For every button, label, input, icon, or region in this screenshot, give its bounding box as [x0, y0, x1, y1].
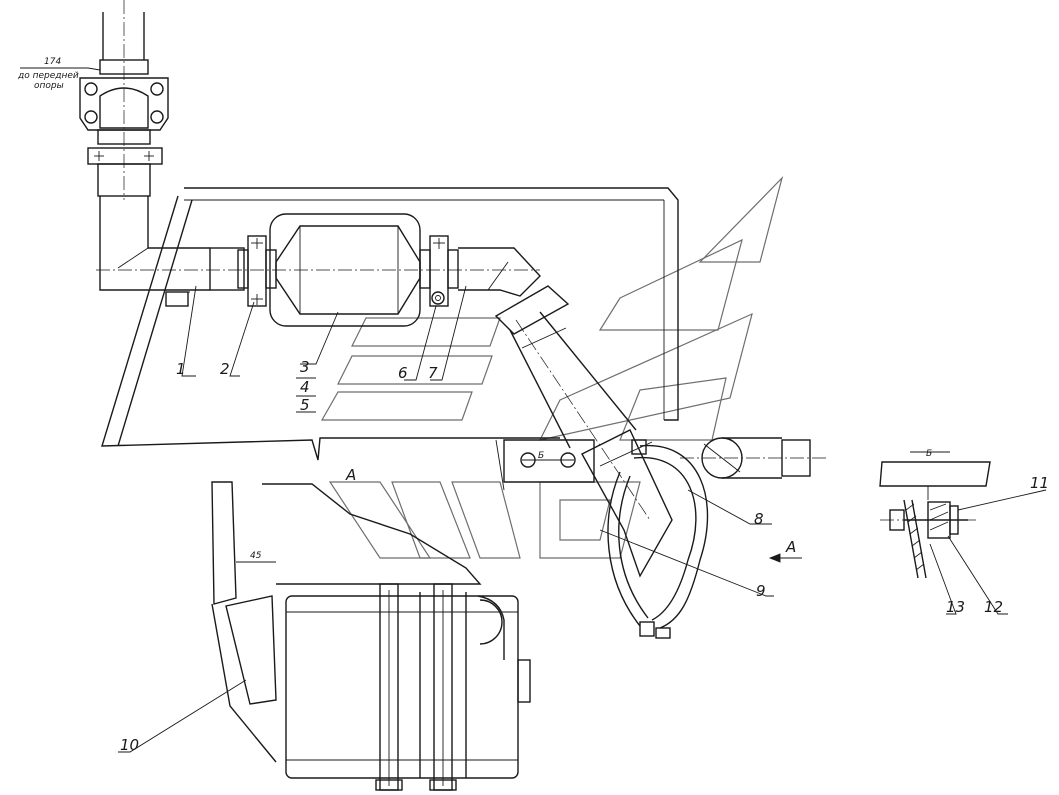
support-bracket	[495, 439, 595, 491]
callout-13: 13	[946, 598, 965, 616]
callout-4: 4	[300, 378, 310, 396]
callout-2: 2	[220, 360, 230, 378]
callout-1: 1	[176, 360, 186, 378]
callout-12: 12	[984, 598, 1003, 616]
vertical-inlet-pipe	[99, 0, 149, 200]
silencer-strap-right	[419, 583, 467, 791]
tailpipe-end	[680, 437, 826, 479]
callout-3: 3	[300, 358, 310, 376]
callout-8: 8	[754, 510, 764, 528]
diagonal-pipe	[494, 285, 673, 578]
mounting-strap-8	[607, 439, 709, 639]
view-a-arrow-label: А	[785, 538, 796, 556]
reference-note-line2: опоры	[34, 81, 64, 91]
silencer-strap-left	[375, 583, 403, 791]
callout-5: 5	[300, 396, 310, 414]
pipe-flange	[79, 77, 169, 145]
frame-plate	[101, 187, 679, 461]
section-b-detail	[879, 461, 991, 579]
section-b-label: Б	[926, 449, 932, 459]
reference-note-line1: до передней	[17, 71, 79, 81]
callout-6: 6	[398, 364, 408, 382]
intermediate-pipe-7	[458, 247, 541, 297]
pipe-clamp-6	[419, 235, 459, 307]
callout-10: 10	[120, 736, 139, 754]
callout-9: 9	[756, 582, 766, 600]
pipe-clamp-upper	[87, 147, 163, 197]
pipe-clamp-2	[237, 235, 277, 307]
reference-note: 174 до передней опоры	[17, 57, 101, 91]
pipe-bend	[99, 196, 210, 291]
callout-11: 11	[1030, 474, 1049, 492]
callout-labels: 1 2 3 4 5 6 7 8 9 10 11 12 13	[120, 358, 1049, 754]
svg-text:45: 45	[250, 551, 262, 561]
section-b-small-label: Б	[538, 451, 544, 461]
watermark-logo	[320, 175, 784, 559]
silencer-assembly-10: 45	[211, 481, 531, 779]
callout-7: 7	[428, 364, 438, 382]
front-exhaust-pipe	[96, 247, 540, 291]
reference-note-number: 174	[44, 57, 61, 67]
view-marks: А А Б Б	[345, 449, 950, 563]
view-a-label: А	[345, 466, 356, 484]
leader-lines	[118, 285, 1047, 753]
